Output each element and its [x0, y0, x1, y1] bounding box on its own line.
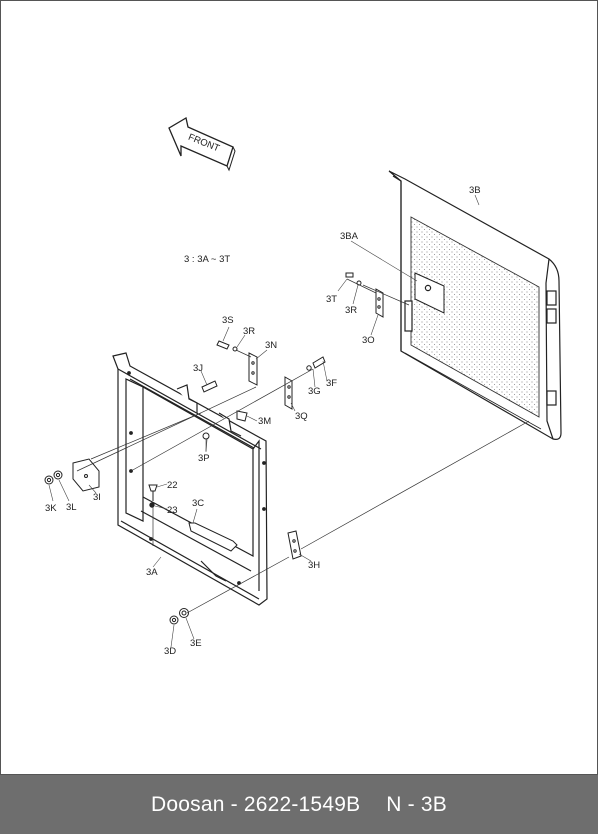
- label-3ba: 3BA: [340, 231, 359, 242]
- assembly-lines: [76, 278, 530, 614]
- part-labels: 3B 3BA 3T 3R 3O 3S 3R 3N 3J 3G 3F 3M 3Q …: [45, 185, 481, 657]
- handle-rod: [188, 522, 238, 552]
- label-3f: 3F: [326, 378, 337, 389]
- label-3c: 3C: [192, 498, 204, 509]
- range-note: 3 : 3A ~ 3T: [184, 254, 230, 265]
- exploded-view-diagram: FRONT 3 : 3A ~ 3T: [44, 116, 562, 657]
- label-3h: 3H: [308, 560, 320, 571]
- label-23: 23: [167, 505, 178, 516]
- label-3b: 3B: [469, 185, 481, 196]
- door-panel: [388, 170, 562, 440]
- frame-assembly: [112, 352, 268, 606]
- footer-page-ref: N - 3B: [386, 792, 447, 816]
- drawing-area: FRONT 3 : 3A ~ 3T: [0, 0, 598, 775]
- small-parts: [44, 272, 384, 625]
- label-3l: 3L: [66, 502, 77, 513]
- label-3i: 3I: [93, 492, 101, 503]
- label-3j: 3J: [193, 363, 203, 374]
- label-3p: 3P: [198, 453, 210, 464]
- label-3o: 3O: [362, 335, 375, 346]
- label-3d: 3D: [164, 646, 176, 657]
- label-3e: 3E: [190, 638, 202, 649]
- label-3r: 3R: [243, 326, 255, 337]
- label-3a: 3A: [146, 567, 158, 578]
- label-3t: 3T: [326, 294, 337, 305]
- label-3k: 3K: [45, 503, 57, 514]
- label-22: 22: [167, 480, 178, 491]
- label-leaders: [48, 194, 480, 648]
- label-3m: 3M: [258, 416, 271, 427]
- footer-bar: Doosan - 2622-1549B N - 3B: [0, 775, 598, 834]
- label-3n: 3N: [265, 340, 277, 351]
- label-3q: 3Q: [295, 411, 308, 422]
- front-arrow-icon: FRONT: [168, 116, 236, 172]
- footer-brand-code: Doosan - 2622-1549B: [151, 792, 361, 816]
- label-3r-right: 3R: [345, 305, 357, 316]
- label-3g: 3G: [308, 386, 321, 397]
- label-3s: 3S: [222, 315, 234, 326]
